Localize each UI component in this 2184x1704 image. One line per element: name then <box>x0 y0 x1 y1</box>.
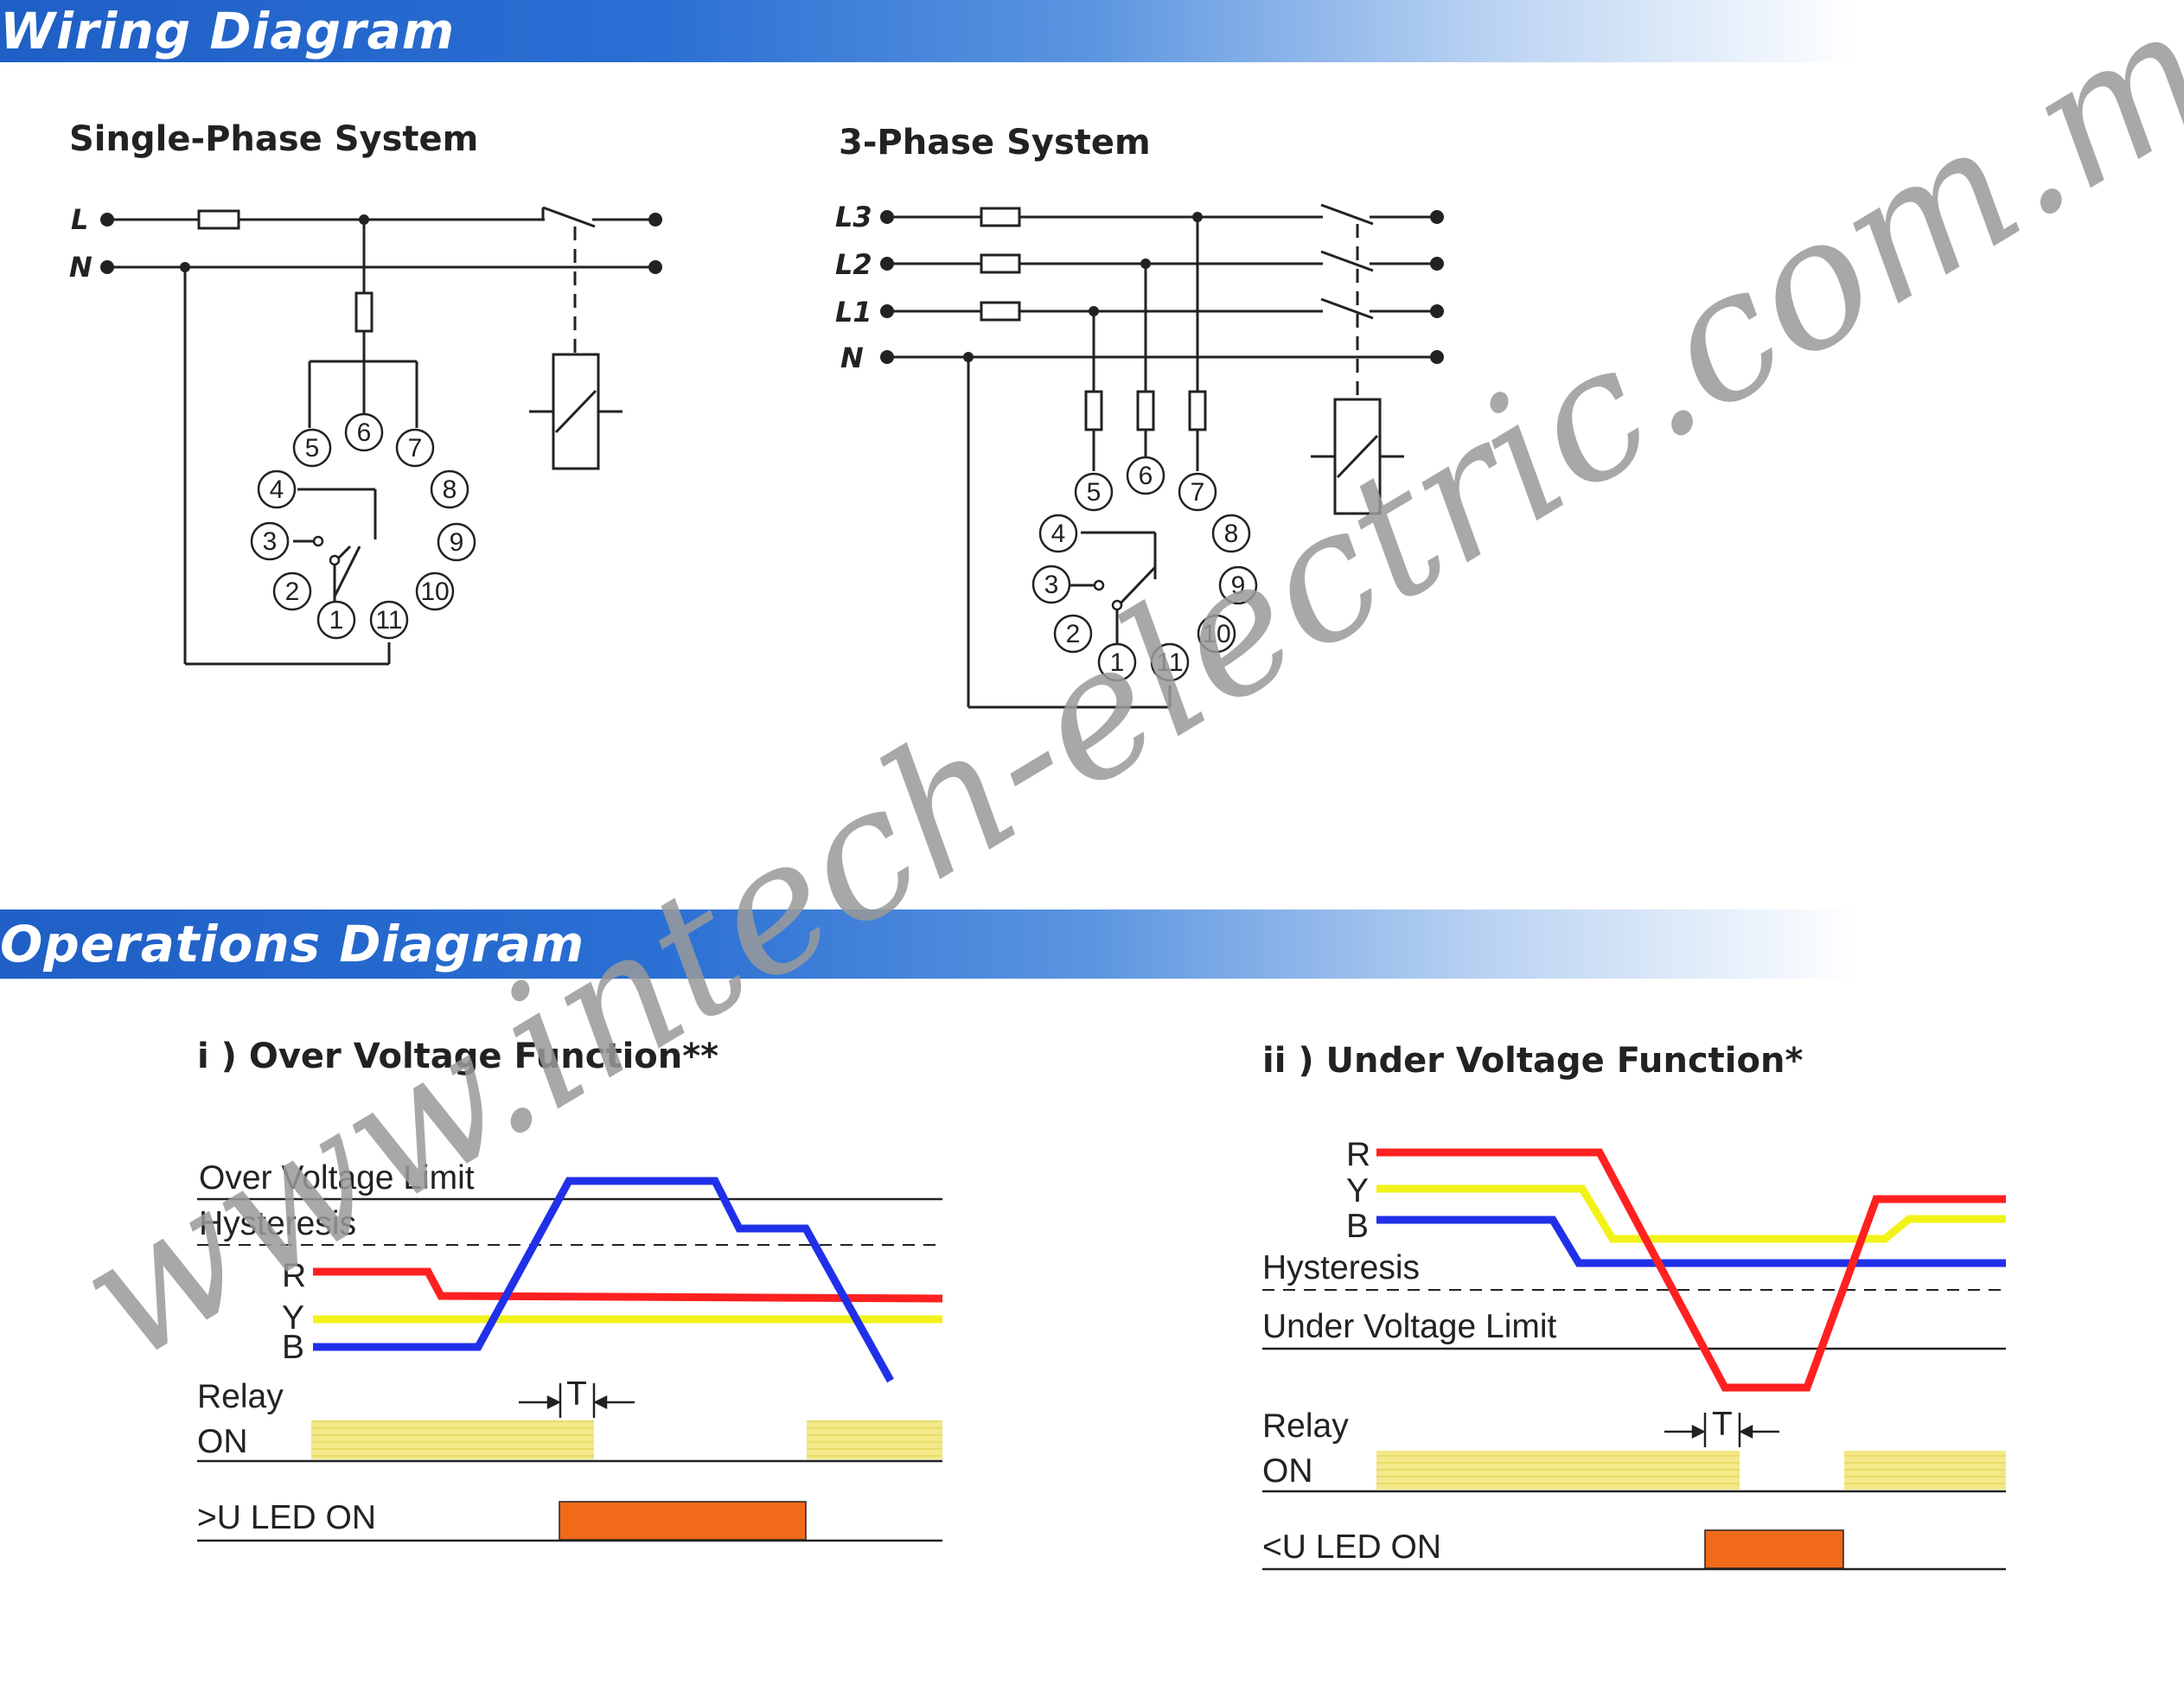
under-delay-label: T <box>1712 1406 1733 1443</box>
line-label-l1: L1 <box>835 296 872 329</box>
single-phase-terminal-label-1: 1 <box>329 606 344 635</box>
three-phase-terminal-circle-9 <box>1218 565 1258 605</box>
single-phase-terminal-circle-2 <box>272 571 312 611</box>
over-phase-b-trace <box>313 1177 894 1383</box>
three-phase-terminal-label-6: 6 <box>1139 462 1153 490</box>
line-label-l2: L2 <box>835 248 872 281</box>
single-phase-terminal-circle-7 <box>395 428 435 468</box>
under-voltage-title: ii ) Under Voltage Function* <box>1262 1041 1803 1081</box>
three-phase-terminal-circle-1 <box>1097 642 1137 682</box>
over-relay-on-bar-1 <box>311 1420 594 1459</box>
over-delay-marker <box>519 1383 635 1418</box>
three-phase-terminal-circle-2 <box>1053 614 1093 654</box>
under-relay-label: Relay <box>1262 1407 1349 1445</box>
over-led-on-bar <box>559 1501 807 1541</box>
under-hysteresis-label: Hysteresis <box>1262 1249 1420 1286</box>
single-phase-terminal-label-11: 11 <box>375 606 402 635</box>
under-phase-y-trace <box>1376 1184 2006 1243</box>
single-phase-terminal-circle-4 <box>257 469 297 509</box>
under-relay-on-label: ON <box>1262 1452 1313 1490</box>
under-voltage-diagram: ii ) Under Voltage Function* R Y B Hyste… <box>1262 1041 2006 1571</box>
wiring-diagram-banner: Wiring Diagram <box>0 0 2184 62</box>
three-phase-terminal-label-7: 7 <box>1191 478 1205 507</box>
three-phase-terminal-circle-3 <box>1031 565 1071 604</box>
three-phase-terminal-label-9: 9 <box>1231 571 1246 600</box>
over-voltage-diagram: i ) Over Voltage Function** Over Voltage… <box>197 1037 943 1542</box>
single-phase-terminals: 1 23 45 6 78 910 11 <box>250 412 476 640</box>
three-phase-terminal-circle-6 <box>1126 456 1165 495</box>
three-phase-terminal-circle-4 <box>1038 514 1078 553</box>
over-phase-label-r: R <box>282 1257 306 1294</box>
under-phase-label-y: Y <box>1346 1172 1369 1209</box>
under-phase-label-b: B <box>1346 1208 1369 1245</box>
three-phase-terminal-label-2: 2 <box>1066 620 1081 648</box>
single-phase-terminal-circle-9 <box>437 522 476 562</box>
single-phase-terminal-circle-1 <box>316 600 356 640</box>
three-phase-terminal-label-4: 4 <box>1051 520 1066 548</box>
under-phase-r-trace <box>1376 1148 2006 1392</box>
wiring-diagram-title: Wiring Diagram <box>0 2 456 61</box>
over-phase-label-b: B <box>282 1329 304 1366</box>
under-delay-marker <box>1664 1413 1779 1447</box>
three-phase-terminal-circle-10 <box>1197 614 1236 654</box>
over-relay-label: Relay <box>197 1378 284 1415</box>
three-phase-terminal-label-8: 8 <box>1224 520 1239 548</box>
single-phase-terminal-label-2: 2 <box>285 578 300 606</box>
under-led-on-bar <box>1704 1529 1844 1569</box>
single-phase-terminal-label-3: 3 <box>263 527 278 556</box>
single-phase-terminal-circle-8 <box>430 469 469 509</box>
over-relay-on-label: ON <box>197 1423 248 1460</box>
single-phase-terminal-label-9: 9 <box>450 528 464 557</box>
single-phase-terminal-circle-3 <box>250 521 290 561</box>
over-delay-label: T <box>566 1375 587 1413</box>
line-label-n: N <box>69 251 93 284</box>
three-phase-terminals: 1 23 45 6 78 910 11 <box>1031 456 1258 682</box>
three-phase-terminal-label-1: 1 <box>1110 648 1125 677</box>
under-phase-b-trace <box>1376 1216 2006 1267</box>
watermark-text: www.intech-electric.com.my <box>46 0 2184 1402</box>
under-led-label: <U LED ON <box>1262 1528 1441 1566</box>
under-phase-label-r: R <box>1346 1136 1370 1173</box>
single-phase-terminal-label-6: 6 <box>357 418 372 447</box>
under-voltage-limit-label: Under Voltage Limit <box>1262 1308 1557 1345</box>
over-relay-on-bar-2 <box>807 1420 942 1459</box>
three-phase-terminal-label-5: 5 <box>1087 478 1102 507</box>
single-phase-terminal-label-5: 5 <box>305 434 320 463</box>
single-phase-terminal-circle-11 <box>369 600 409 640</box>
single-phase-title: Single-Phase System <box>69 119 478 159</box>
over-led-label: >U LED ON <box>197 1499 376 1536</box>
single-phase-terminal-label-4: 4 <box>270 475 284 504</box>
operations-diagram-banner: Operations Diagram <box>0 909 2184 979</box>
single-phase-terminal-circle-10 <box>415 571 455 611</box>
three-phase-terminal-label-11: 11 <box>1156 648 1183 677</box>
three-phase-terminal-circle-5 <box>1074 472 1114 512</box>
under-relay-on-bar-2 <box>1844 1451 2006 1490</box>
three-phase-terminal-circle-8 <box>1211 514 1251 553</box>
three-phase-diagram: 3-Phase System L3 L2 L1 N <box>835 123 1444 709</box>
single-phase-terminal-circle-6 <box>344 412 384 452</box>
single-phase-terminal-circle-5 <box>292 428 332 468</box>
over-phase-r-trace <box>313 1267 943 1303</box>
single-phase-diagram: Single-Phase System L N <box>69 119 662 666</box>
line-label-l: L <box>71 203 88 236</box>
over-voltage-title: i ) Over Voltage Function** <box>197 1037 718 1076</box>
under-relay-on-bar-1 <box>1376 1451 1740 1490</box>
three-phase-terminal-label-10: 10 <box>1202 620 1230 648</box>
single-phase-terminal-label-8: 8 <box>443 475 457 504</box>
single-phase-terminal-label-10: 10 <box>420 578 449 606</box>
three-phase-terminal-circle-11 <box>1150 642 1190 682</box>
operations-diagram-title: Operations Diagram <box>0 915 585 973</box>
line-label-l3: L3 <box>835 201 872 233</box>
three-phase-terminal-circle-7 <box>1178 472 1217 512</box>
single-phase-terminal-label-7: 7 <box>408 434 423 463</box>
over-hysteresis-label: Hysteresis <box>199 1205 356 1242</box>
over-voltage-limit-label: Over Voltage Limit <box>199 1159 475 1197</box>
line-label-n-3ph: N <box>840 341 864 374</box>
three-phase-title: 3-Phase System <box>839 123 1151 163</box>
over-phase-label-y: Y <box>282 1299 304 1337</box>
three-phase-terminal-label-3: 3 <box>1044 571 1059 599</box>
